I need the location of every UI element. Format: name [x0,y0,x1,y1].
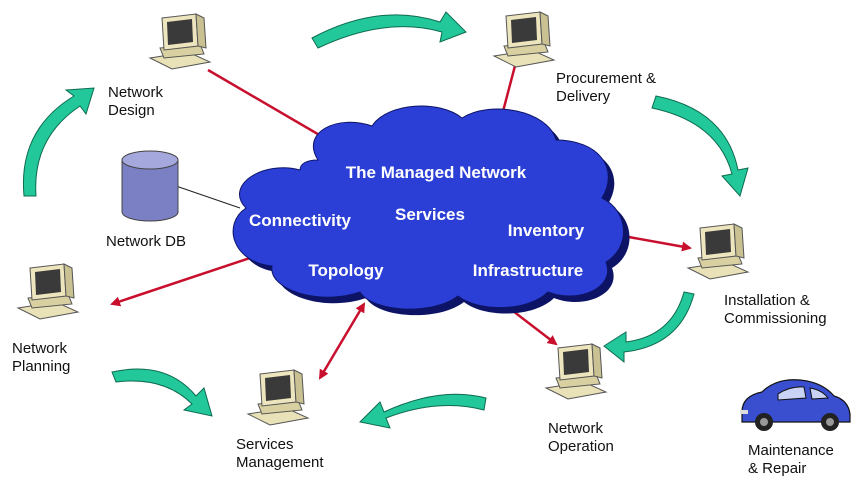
cloud-item-infrastructure: Infrastructure [473,261,584,280]
node-label-maintenance: Maintenance & Repair [748,442,834,478]
node-label-line1: Maintenance [748,442,834,459]
connector-cloud-planning [110,254,257,307]
computer-icon-design [149,13,211,70]
node-label-network-design: Network Design [108,84,163,120]
computer-icon-operation [545,343,607,400]
node-label-line1: Services [236,436,294,453]
cycle-arrow-bottom [358,393,487,429]
car-icon [740,379,851,431]
cycle-arrows [22,11,749,429]
node-label-line2: Management [236,454,324,471]
node-label-installation: Installation & Commissioning [724,292,827,328]
connector-design-cloud [207,68,330,142]
cloud-title: The Managed Network [346,163,527,182]
cloud-shape [232,105,624,310]
node-label-line1: Installation & [724,292,810,309]
cycle-arrow-bottom-left [111,368,213,417]
cycle-arrow-lower-right [603,291,695,364]
database-icon [121,150,179,222]
node-label-line2: Commissioning [724,310,827,327]
node-label-line2: Delivery [556,88,611,105]
node-label-line2: Planning [12,358,71,375]
node-label-network-operation: Network Operation [548,420,614,456]
cycle-arrow-left [22,87,95,197]
cloud-item-topology: Topology [308,261,384,280]
cycle-arrow-right [651,95,749,198]
connector-db-cloud [175,185,241,209]
node-label-network-planning: Network Planning [12,340,70,376]
node-label-procurement: Procurement & Delivery [556,70,656,106]
computer-icon-services [247,369,309,426]
cloud-item-connectivity: Connectivity [249,211,352,230]
node-label-line2: & Repair [748,460,807,477]
node-label-line1: Network [108,84,164,101]
label-network-db: Network DB [106,233,187,250]
cycle-arrow-top [311,11,467,49]
node-label-line1: Network [12,340,68,357]
cloud-item-services: Services [395,205,465,224]
connector-cloud-services [318,302,366,380]
computer-icon-installation [687,223,749,280]
cloud-item-inventory: Inventory [508,221,585,240]
node-label-line2: Operation [548,438,614,455]
node-label-line1: Procurement & [556,70,657,87]
node-label-services-management: Services Management [236,436,324,472]
node-label-line1: Network [548,420,604,437]
computer-icon-procurement [493,11,555,68]
managed-network-cloud: The Managed Network Connectivity Service… [232,105,630,316]
computer-icon-planning [17,263,79,320]
node-label-line2: Design [108,102,155,119]
